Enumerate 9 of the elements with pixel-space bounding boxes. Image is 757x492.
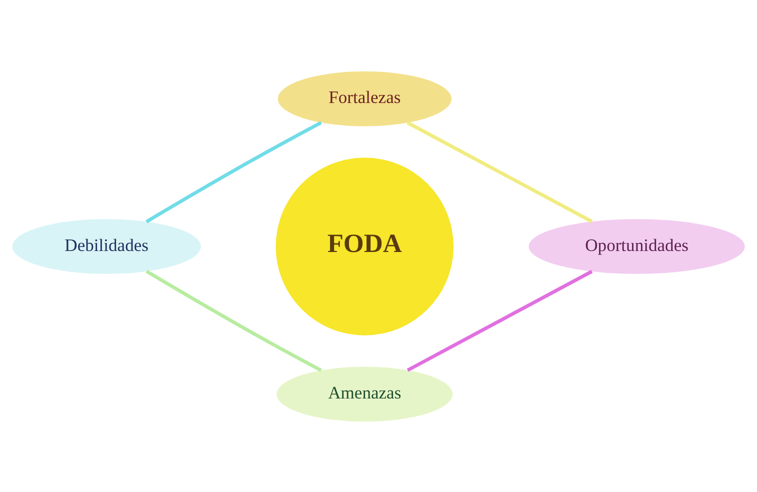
- connector: [146, 120, 322, 223]
- connector: [146, 269, 322, 372]
- node-ellipse: Amenazas: [276, 366, 453, 422]
- node-ellipse: Oportunidades: [528, 218, 745, 274]
- connector: [406, 269, 593, 372]
- connector: [406, 120, 593, 223]
- node-circle: FODA: [276, 157, 454, 335]
- node-ellipse: Fortalezas: [278, 70, 452, 126]
- node-ellipse: Debilidades: [12, 218, 201, 274]
